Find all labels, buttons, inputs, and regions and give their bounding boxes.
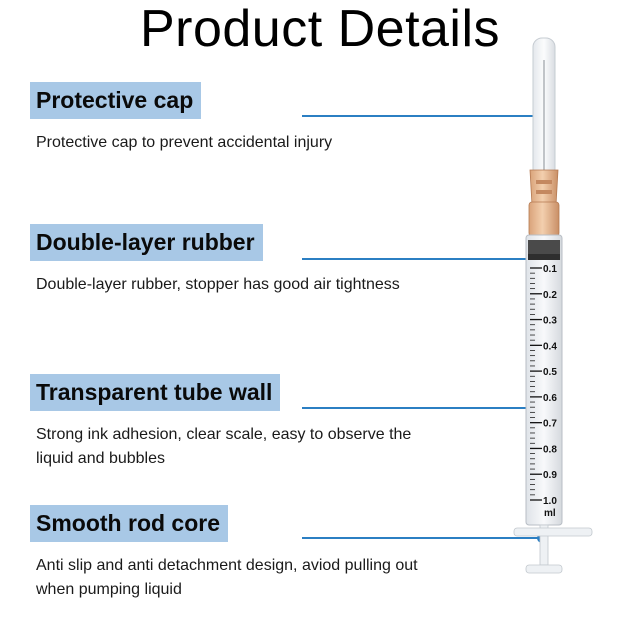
feature-protective-cap: Protective cap Protective cap to prevent… (30, 82, 450, 155)
scale-label: 0.4 (543, 341, 557, 352)
feature-description: Anti slip and anti detachment design, av… (36, 557, 418, 598)
feature-label: Double-layer rubber (30, 224, 263, 261)
scale-label: 1.0 (543, 496, 557, 507)
scale-label: 0.8 (543, 444, 557, 455)
scale-label: 0.3 (543, 316, 557, 327)
plunger-rod (513, 524, 593, 574)
scale-label: 0.5 (543, 367, 557, 378)
feature-description: Double-layer rubber, stopper has good ai… (36, 276, 400, 293)
feature-description: Strong ink adhesion, clear scale, easy t… (36, 426, 412, 467)
feature-smooth-rod-core: Smooth rod core Anti slip and anti detac… (30, 505, 450, 602)
finger-flange (513, 527, 593, 537)
page-title: Product Details (139, 0, 501, 58)
protective-cap (532, 37, 556, 179)
barrel-scale: 0.1 0.2 0.3 0.4 0.5 0.6 0.7 0.8 0.9 1.0ml (530, 264, 557, 519)
feature-label: Protective cap (30, 82, 202, 119)
scale-label: 0.7 (543, 419, 557, 430)
scale-label: 0.6 (543, 393, 557, 404)
scale-label: 0.1 (543, 264, 557, 275)
feature-double-layer-rubber: Double-layer rubber Double-layer rubber,… (30, 224, 450, 297)
needle-hub (528, 169, 560, 237)
syringe-illustration: 0.1 0.2 0.3 0.4 0.5 0.6 0.7 0.8 0.9 1.0ml (513, 37, 593, 574)
scale-label: 0.2 (543, 290, 557, 301)
feature-description: Protective cap to prevent accidental inj… (36, 134, 333, 151)
thumb-press (525, 564, 563, 574)
rubber-stopper (528, 240, 560, 258)
scale-label: 0.9 (543, 470, 557, 481)
feature-label: Transparent tube wall (30, 374, 281, 411)
scale-unit: ml (544, 508, 556, 519)
feature-label: Smooth rod core (30, 505, 229, 542)
feature-transparent-tube-wall: Transparent tube wall Strong ink adhesio… (30, 374, 450, 471)
